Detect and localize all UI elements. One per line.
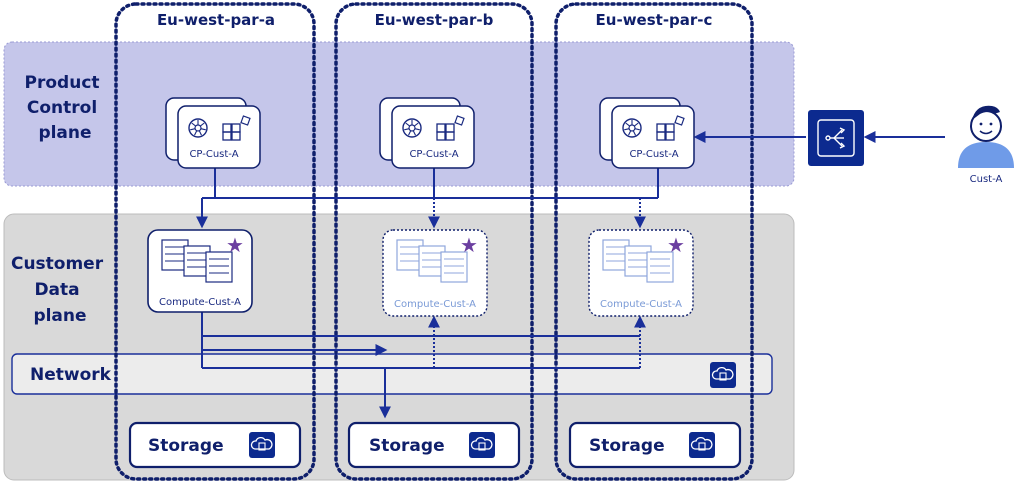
zone-title-b: Eu-west-par-b (375, 11, 494, 29)
star-icon: ★ (226, 233, 244, 257)
star-icon: ★ (460, 233, 478, 257)
zone-title-a: Eu-west-par-a (157, 11, 275, 29)
compute-card-c[interactable]: ★ Compute-Cust-A (588, 229, 694, 317)
data-plane-label: Customer Data plane (11, 254, 109, 326)
cp-card-label-c: CP-Cust-A (629, 149, 678, 160)
zone-title-c: Eu-west-par-c (596, 11, 713, 29)
cp-card-a[interactable]: CP-Cust-A (165, 97, 261, 169)
zone-boundary-a (114, 2, 316, 481)
cp-card-c[interactable]: CP-Cust-A (599, 97, 695, 169)
load-balancer-icon (817, 119, 855, 157)
compute-card-label-a: Compute-Cust-A (159, 297, 241, 308)
compute-card-a[interactable]: ★ Compute-Cust-A (147, 229, 253, 313)
storage-label-c: Storage (589, 436, 665, 456)
network-bar (11, 353, 773, 395)
storage-box-c[interactable]: Storage (568, 421, 742, 469)
customer-label: Cust-A (970, 174, 1003, 185)
customer[interactable]: Cust-A (958, 105, 1014, 185)
storage-label-b: Storage (369, 436, 445, 456)
storage-box-b[interactable]: Storage (347, 421, 521, 469)
cp-card-b[interactable]: CP-Cust-A (379, 97, 475, 169)
star-icon: ★ (667, 233, 685, 257)
cloud-storage-icon (468, 431, 496, 459)
connection-lines (196, 131, 945, 419)
zone-boundary-b (334, 2, 534, 481)
cloud-storage-icon (248, 431, 276, 459)
zone-boundary-c (554, 2, 754, 481)
storage-label-a: Storage (148, 436, 224, 456)
cloud-storage-icon (688, 431, 716, 459)
cloud-network-icon (709, 361, 737, 389)
compute-card-label-c: Compute-Cust-A (600, 299, 682, 310)
storage-box-a[interactable]: Storage (128, 421, 302, 469)
cp-card-label-a: CP-Cust-A (189, 149, 238, 160)
network-label: Network (30, 365, 112, 385)
user-avatar-icon (958, 105, 1014, 168)
load-balancer[interactable] (808, 110, 864, 166)
compute-card-label-b: Compute-Cust-A (394, 299, 476, 310)
control-plane-label: Product Control plane (25, 73, 106, 143)
compute-card-b[interactable]: ★ Compute-Cust-A (382, 229, 488, 317)
cp-card-label-b: CP-Cust-A (409, 149, 458, 160)
